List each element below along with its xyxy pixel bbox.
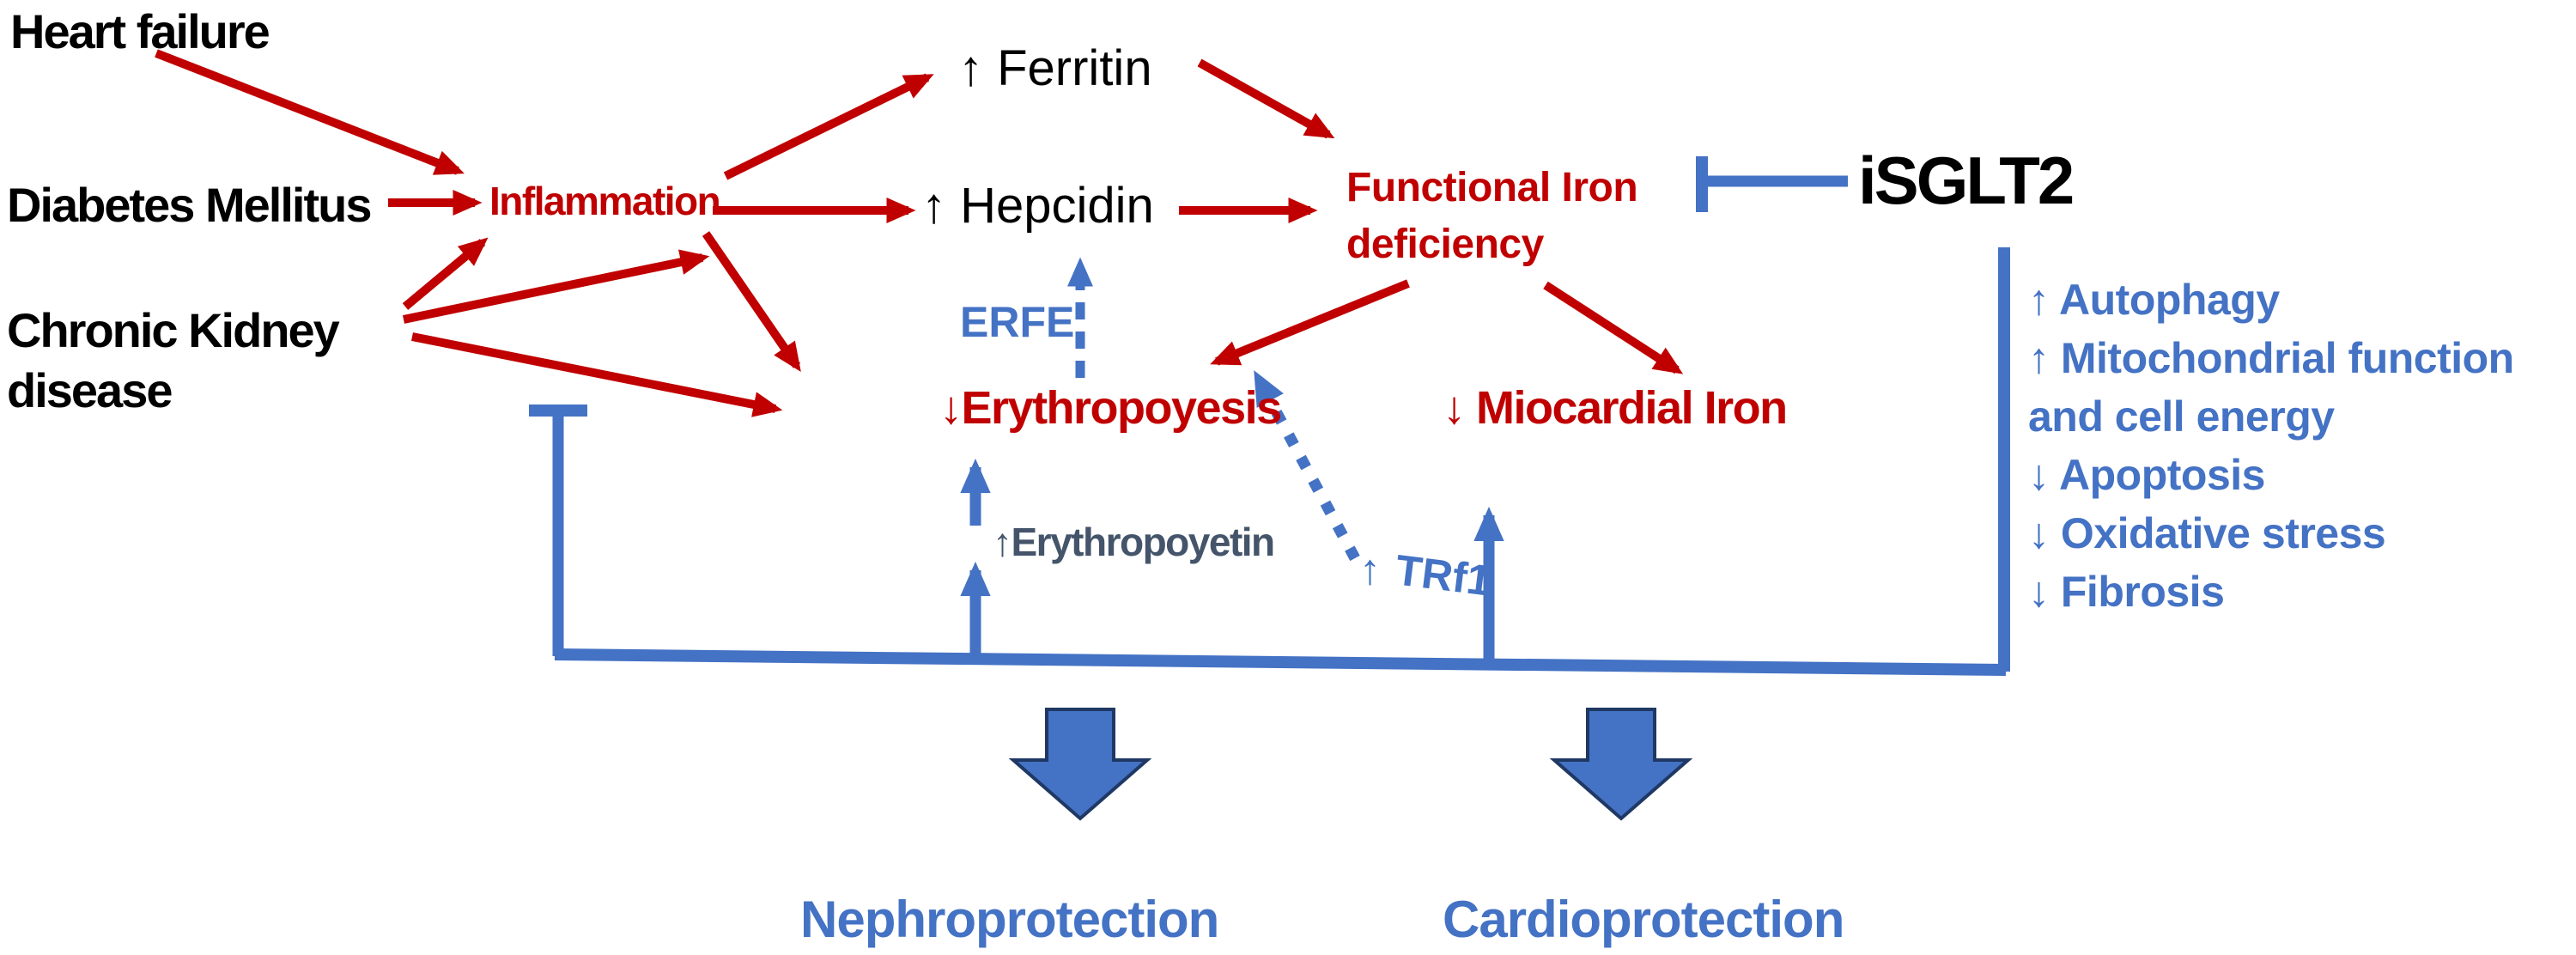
arrow-heart-failure-to-inflammation bbox=[155, 49, 465, 175]
effect-and-cell-energy: and cell energy bbox=[2028, 392, 2335, 441]
block-arrow-nephroprotection bbox=[1008, 708, 1152, 821]
effect-mitochondrial-function: ↑ Mitochondrial function bbox=[2028, 334, 2514, 382]
arrow-functional-iron-deficiency-to-miocardial-iron bbox=[1543, 281, 1684, 374]
label-functional-iron-deficiency: Functional Iron deficiency bbox=[1346, 165, 1638, 268]
label-miocardial-iron-down: ↓ Miocardial Iron bbox=[1443, 382, 1788, 434]
arrow-functional-iron-deficiency-to-erythropoyesis bbox=[1210, 279, 1410, 366]
label-hepcidin-up: ↑ Hepcidin bbox=[921, 178, 1154, 234]
label-erythropoyetin-text: Erythropoyetin bbox=[1011, 520, 1276, 564]
label-nephroprotection: Nephroprotection bbox=[800, 891, 1219, 948]
label-chronic-kidney-disease: Chronic Kidney disease bbox=[7, 303, 340, 417]
label-ferritin-up: ↑ Ferritin bbox=[958, 40, 1152, 96]
label-diabetes-mellitus: Diabetes Mellitus bbox=[7, 178, 372, 232]
arrow-ckd-to-inflammation-2 bbox=[402, 249, 710, 324]
arrow-ckd-to-erythropoyesis bbox=[411, 332, 783, 417]
label-cardioprotection: Cardioprotection bbox=[1443, 891, 1844, 948]
label-isglt2: iSGLT2 bbox=[1858, 143, 2075, 218]
label-trf1-up: ↑ TRf1 bbox=[1359, 544, 1493, 605]
arrow-trf1-to-functional-iron-deficiency-dotted bbox=[1253, 370, 1360, 562]
block-arrow-cardioprotection bbox=[1549, 708, 1693, 821]
label-erythropoyetin-up: ↑Erythropoyetin bbox=[993, 519, 1276, 565]
arrow-inflammation-to-ferritin bbox=[723, 73, 934, 180]
effect-fibrosis: ↓ Fibrosis bbox=[2028, 568, 2225, 616]
up-arrow-icon: ↑ bbox=[1359, 545, 1393, 593]
effect-oxidative-stress: ↓ Oxidative stress bbox=[2028, 509, 2386, 557]
label-erythropoyesis-down: ↓Erythropoyesis bbox=[939, 382, 1282, 434]
arrow-ferritin-to-functional-iron-deficiency bbox=[1197, 58, 1335, 139]
effect-apoptosis: ↓ Apoptosis bbox=[2028, 451, 2265, 499]
arrow-inflammation-to-erythropoyesis bbox=[702, 231, 801, 373]
label-inflammation: Inflammation bbox=[489, 179, 721, 223]
up-arrow-icon: ↑ bbox=[993, 520, 1012, 564]
arrow-ckd-to-inflammation bbox=[402, 237, 489, 310]
effect-autophagy: ↑ Autophagy bbox=[2028, 276, 2280, 324]
label-heart-failure: Heart failure bbox=[10, 4, 270, 58]
feedback-line-bottom bbox=[554, 648, 2007, 676]
label-erfe: ERFE bbox=[960, 298, 1075, 346]
